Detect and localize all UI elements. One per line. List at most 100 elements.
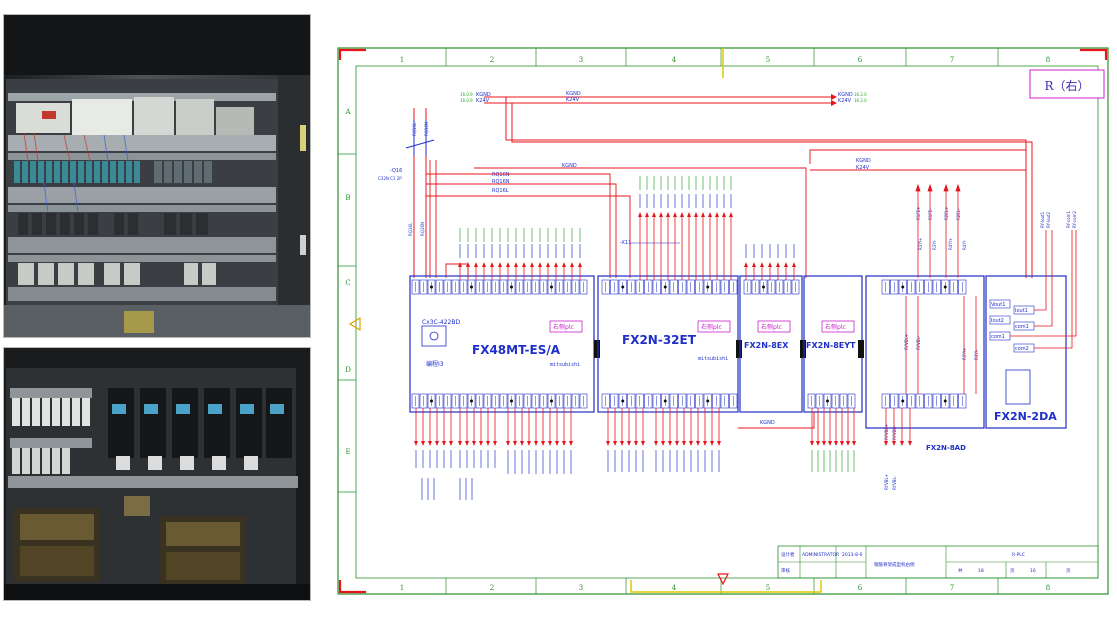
arrow-down-icon [668, 441, 672, 446]
arrow-down-icon [627, 441, 631, 446]
arrow-down-icon [641, 441, 645, 446]
analog-label: RY-Iout1 [1040, 211, 1045, 228]
row-letter: A [344, 108, 351, 116]
drawing-frame [337, 47, 1109, 595]
arrow-down-icon [534, 441, 538, 446]
module-fx2n-2da: FX2N-2DA Vout1 Iout1 Iout2 com1 com1 com… [985, 230, 1077, 429]
arrow-up-icon [652, 212, 656, 217]
arrow-down-icon [506, 441, 510, 446]
row-letter: D [345, 366, 351, 374]
plc-wiring-schematic: 1 2 3 4 5 6 7 8 1 2 3 4 5 6 7 8 A B C D … [337, 47, 1109, 595]
analog-label: R3YI- [932, 239, 937, 250]
net-label-kgnd: KGND [562, 163, 577, 169]
arrow-up-icon [694, 212, 698, 217]
module-tag: 右侧plc [761, 323, 782, 331]
module-tag-box [757, 320, 791, 333]
arrow-down-icon [472, 441, 476, 446]
analog-label: R4YI+ [948, 238, 953, 250]
terminal-dot [762, 285, 765, 289]
arrow-up-icon [554, 262, 558, 267]
terminal-dot [663, 285, 667, 289]
arrow-down-icon [900, 441, 904, 446]
arrow-down-icon [479, 441, 483, 446]
designer-label: 设计者 [781, 551, 795, 558]
left-center-arrow-icon [348, 316, 361, 332]
terminal-dot [901, 399, 905, 403]
arrow-down-icon [682, 441, 686, 446]
comm-board-label: Cx3C-422BD [422, 319, 460, 326]
breaker-q16: -Q16 C32N C1 2P RQ16L RQ16N RQ16L RQ16N [378, 108, 435, 278]
terminal-dot [663, 399, 667, 403]
arrow-up-icon [659, 212, 663, 217]
terminal-dot [430, 285, 433, 289]
da-pin-label: Iout1 [1015, 308, 1028, 314]
breaker-wire-label: RQ16L [408, 222, 413, 236]
title-block: 设计者 ADMINISTRATOR 2013-8-6 审核 钢筋骨架成型机右侧 … [777, 545, 1099, 579]
row-letter: E [345, 448, 350, 456]
arrow-up-icon [680, 212, 684, 217]
arrow-down-icon [822, 441, 826, 446]
da-pin-label: com1 [991, 334, 1005, 340]
arrow-down-icon [562, 441, 566, 446]
cross-ref: 16.0.9 [460, 92, 473, 97]
net-label-kgnd: KGND [856, 158, 871, 164]
net-label-k24v: K24V [476, 98, 490, 104]
net-label-rq16l: RQ16L [492, 188, 509, 194]
column-number: 8 [1046, 56, 1050, 64]
arrow-down-icon [828, 441, 832, 446]
breaker-wire-label: RQ16N [424, 122, 429, 136]
bottom-center-arrow-icon [717, 573, 729, 586]
arrow-down-icon [816, 441, 820, 446]
analog-label: RYVBL- [916, 335, 921, 350]
cross-ref: 16.0.9 [460, 98, 473, 103]
column-number: 1 [400, 584, 404, 592]
net-label-kgnd: KGND [760, 420, 775, 426]
terminal-dot [550, 399, 553, 403]
arrow-up-icon [498, 262, 502, 267]
net-label-rq16n: RQ16N [492, 179, 510, 185]
side-label-box [1029, 69, 1105, 99]
arrow-down-icon [442, 441, 446, 446]
arrow-up-icon [673, 212, 677, 217]
arrow-down-icon [458, 441, 462, 446]
arrow-up-icon [768, 262, 772, 267]
module-fx2n-8eyt: FX2N-8EYT 右侧plc [803, 275, 863, 413]
module-fx2n-32et: FX2N-32ET mitsubishi 右侧plc [597, 275, 739, 413]
arrow-up-icon [760, 262, 764, 267]
arrow-down-icon [661, 441, 665, 446]
column-number: 6 [858, 56, 863, 64]
side-label: R（右） [1044, 78, 1089, 93]
terminal-dot [470, 399, 473, 403]
arrow-up-icon [482, 262, 486, 267]
arrow-down-icon [541, 441, 545, 446]
terminal-dot [510, 285, 513, 289]
arrow-up-icon [752, 262, 756, 267]
arrow-down-icon [654, 441, 658, 446]
column-number: 2 [490, 56, 494, 64]
arrow-down-icon [421, 441, 425, 446]
arrow-down-icon [717, 441, 721, 446]
arrow-down-icon [689, 441, 693, 446]
arrow-up-icon [490, 262, 494, 267]
column-number: 2 [490, 584, 494, 592]
terminal-dot [470, 285, 473, 289]
terminal-dot [706, 285, 710, 289]
arrow-up-icon [578, 262, 582, 267]
module-name: FX48MT-ES/A [472, 343, 561, 357]
row-letter: B [345, 194, 350, 202]
column-number: 6 [858, 584, 863, 592]
arrow-down-icon [513, 441, 517, 446]
terminal-dot [621, 285, 625, 289]
arrow-down-icon [884, 441, 888, 446]
arrow-down-icon [414, 441, 418, 446]
sheet-number: 16 [1030, 568, 1036, 574]
net-label-kgnd: KGND [476, 92, 491, 98]
analog-label: R2EL+ [944, 207, 949, 220]
arrow-up-icon [538, 262, 542, 267]
module-name: FX2N-32ET [622, 333, 697, 347]
arrow-up-icon [562, 262, 566, 267]
column-number: 7 [950, 584, 954, 592]
cross-ref: 16.2.0 [854, 92, 867, 97]
arrow-up-icon [466, 262, 470, 267]
arrow-up-icon [701, 212, 705, 217]
